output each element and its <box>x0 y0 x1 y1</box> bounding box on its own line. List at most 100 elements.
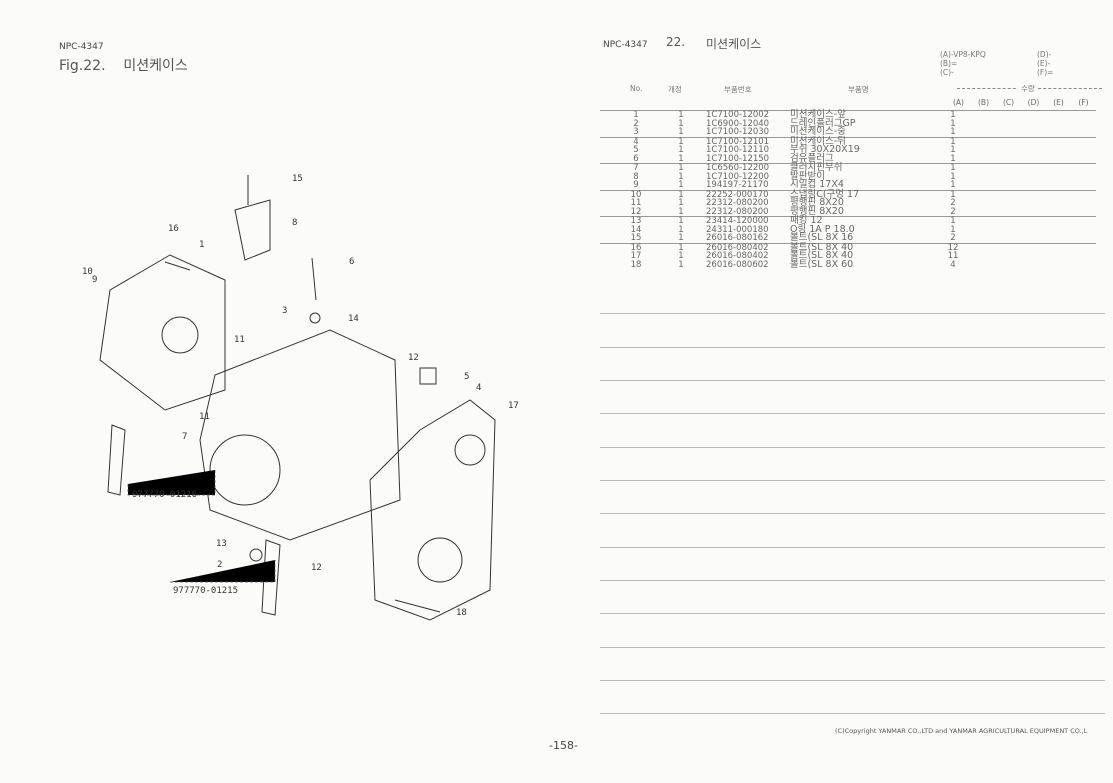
quantity-a: 1 <box>950 118 956 129</box>
part-name: 시일컵 17X4 <box>790 179 844 190</box>
item-number: 5 <box>633 145 639 155</box>
revision: 1 <box>672 216 690 226</box>
callout-number: 12 <box>408 353 419 363</box>
quantity-a: 1 <box>940 110 966 120</box>
callout-number: 9 <box>92 275 98 285</box>
part-name: 드레인플러그GP <box>790 117 856 129</box>
part-number: 26016-080402 <box>706 251 769 261</box>
rear-case <box>369 399 496 621</box>
item-number: 11 <box>630 198 642 208</box>
item-number: 9 <box>633 180 639 190</box>
part-name: 평행핀 8X20 <box>790 205 844 217</box>
model-f: (F)= <box>1037 68 1054 77</box>
callout-number: 15 <box>292 174 303 184</box>
revision: 1 <box>672 242 690 252</box>
part-name: 볼트(SL 8X 16 <box>790 232 854 243</box>
figure-name: 미션케이스 <box>123 58 188 74</box>
quantity-a: 1 <box>950 180 956 190</box>
revision: 1 <box>672 189 690 199</box>
callout-number: 6 <box>349 257 355 267</box>
callout-number: 18 <box>456 608 467 618</box>
divider <box>600 647 1105 648</box>
quantity-a: 1 <box>950 224 956 235</box>
callout-number: 12 <box>311 563 322 573</box>
part-number: 22312-080200 <box>706 206 769 217</box>
section-title: 미션케이스 <box>706 37 762 51</box>
model-b: (B)= <box>940 59 958 68</box>
revision: 1 <box>678 233 684 243</box>
header-name: 부품명 <box>848 85 869 94</box>
item-number: 8 <box>633 171 639 182</box>
page-number: -158- <box>549 739 578 752</box>
item-number: 2 <box>633 118 639 129</box>
part-name: 발판받이 <box>790 170 825 182</box>
table-row: 2 1 1C6900-12040 드레인플러그GP 1 <box>600 117 1096 129</box>
callout-number: 5 <box>464 372 470 382</box>
part-number: 1C7100-12150 <box>706 153 770 164</box>
quantity-a: 2 <box>950 198 956 208</box>
revision: 1 <box>678 206 684 217</box>
revision: 1 <box>678 198 684 208</box>
front-case <box>99 254 226 411</box>
part-number: 1C7100-12200 <box>706 171 770 182</box>
revision: 1 <box>672 163 690 173</box>
part-name: O링 1A P 18.0 <box>790 223 855 235</box>
revision: 1 <box>678 224 684 235</box>
divider <box>600 380 1105 381</box>
revision: 1 <box>678 259 684 270</box>
divider <box>600 313 1105 314</box>
item-number: 3 <box>633 127 639 137</box>
part-number: 22252-000170 <box>690 189 784 199</box>
quantity-a: 1 <box>940 163 966 173</box>
divider <box>600 513 1105 514</box>
quantity-a: 1 <box>940 189 966 199</box>
quantity-a: 12 <box>940 242 966 252</box>
item-number: 6 <box>633 153 639 164</box>
revision: 1 <box>672 136 690 146</box>
part-name: 볼트(SL 8X 60 <box>790 258 854 270</box>
header-qty: 수량 <box>1018 83 1038 94</box>
part-number: 1C6900-12040 <box>706 118 770 129</box>
part-number: 1C7100-12101 <box>690 136 784 146</box>
callout-number: 11 <box>234 335 245 345</box>
exploded-parts-diagram <box>99 175 496 621</box>
part-name: 클러치핀부쉬 <box>784 163 940 173</box>
part-name: 볼트(SL 8X 40 <box>790 250 854 261</box>
revision: 1 <box>678 118 684 129</box>
quantity-a: 2 <box>950 233 956 243</box>
divider <box>600 447 1105 448</box>
part-number: 22312-080200 <box>706 198 769 208</box>
part-number: 24311-000180 <box>706 224 769 235</box>
callout-number: 7 <box>182 432 188 442</box>
part-name: 미션케이스-중 <box>790 126 846 137</box>
part-name: 패킹 12 <box>784 216 940 226</box>
copyright: (C)Copyright YANMAR CO.,LTD and YANMAR A… <box>835 727 1088 735</box>
divider <box>600 413 1105 414</box>
doc-code-left: NPC-4347 <box>59 42 104 52</box>
callout-number: 16 <box>168 224 179 234</box>
item-number: 4 <box>600 136 672 146</box>
divider <box>600 480 1105 481</box>
doc-code-right: NPC-4347 <box>603 40 648 50</box>
quantity-a: 4 <box>950 259 956 270</box>
middle-case <box>199 329 401 541</box>
quantity-a: 1 <box>940 216 966 226</box>
model-legend-right: (D)-(E)-(F)= <box>1037 50 1053 77</box>
model-c: (C)- <box>940 68 954 77</box>
divider <box>600 680 1105 681</box>
part-name: 스냅링C(구멍 17 <box>784 189 940 199</box>
revision: 1 <box>678 180 684 190</box>
divider <box>600 347 1105 348</box>
quantity-a: 1 <box>950 127 956 137</box>
part-number: 26016-080602 <box>706 259 769 270</box>
qty-col-header: (B) <box>978 98 989 107</box>
bracket <box>234 199 271 261</box>
